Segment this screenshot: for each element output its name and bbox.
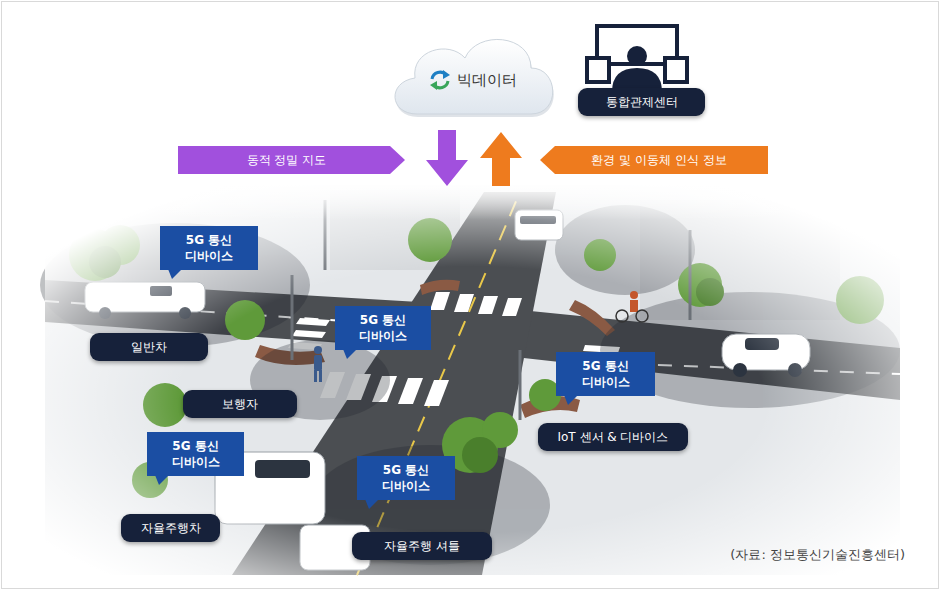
device-callout: 5G 통신 디바이스 (357, 456, 455, 500)
device-callout: 5G 통신 디바이스 (556, 352, 655, 396)
object-label: IoT 센서 & 디바이스 (538, 423, 688, 451)
node-text: 5G 통신 디바이스 (363, 462, 449, 494)
callout-tail (343, 349, 357, 359)
callout-tail (564, 395, 578, 405)
up-arrow (480, 132, 522, 186)
node-text: 동적 정밀 지도 (247, 152, 327, 169)
node-text: 5G 통신 디바이스 (341, 312, 425, 344)
object-label: 자율주행차 (121, 514, 220, 542)
callout-tail (155, 475, 169, 485)
node-text: 5G 통신 디바이스 (562, 358, 649, 390)
node-text: 보행자 (222, 396, 258, 413)
callout-tail (365, 499, 379, 509)
device-callout: 5G 통신 디바이스 (335, 306, 431, 350)
node-text: 빅데이터 (457, 71, 517, 90)
source-caption: (자료: 정보통신기술진흥센터) (730, 546, 905, 564)
node-text: 5G 통신 디바이스 (153, 438, 238, 470)
device-callout: 5G 통신 디바이스 (160, 226, 258, 270)
object-label: 자율주행 셔틀 (352, 532, 492, 560)
object-label: 일반차 (90, 333, 208, 361)
node-text: 자율주행차 (141, 520, 201, 537)
node-text: 환경 및 이동체 인식 정보 (591, 152, 726, 169)
down-arrow (426, 130, 468, 186)
sync-icon (428, 69, 452, 91)
operator-icon (587, 26, 687, 92)
node-text: IoT 센서 & 디바이스 (557, 429, 668, 446)
center-label: 통합관제센터 (578, 88, 705, 116)
cloud-node: 빅데이터 (385, 28, 560, 120)
node-text: 5G 통신 디바이스 (166, 232, 252, 264)
node-text: 일반차 (131, 339, 167, 356)
info-callout: 동적 정밀 지도 (178, 146, 405, 174)
callout-tail (168, 269, 182, 279)
node-text: 자율주행 셔틀 (384, 538, 460, 555)
object-label: 보행자 (183, 390, 297, 418)
cloud-row: 빅데이터 (428, 69, 517, 91)
node-text: 통합관제센터 (606, 94, 678, 111)
info-callout: 환경 및 이동체 인식 정보 (540, 146, 768, 174)
device-callout: 5G 통신 디바이스 (147, 432, 244, 476)
